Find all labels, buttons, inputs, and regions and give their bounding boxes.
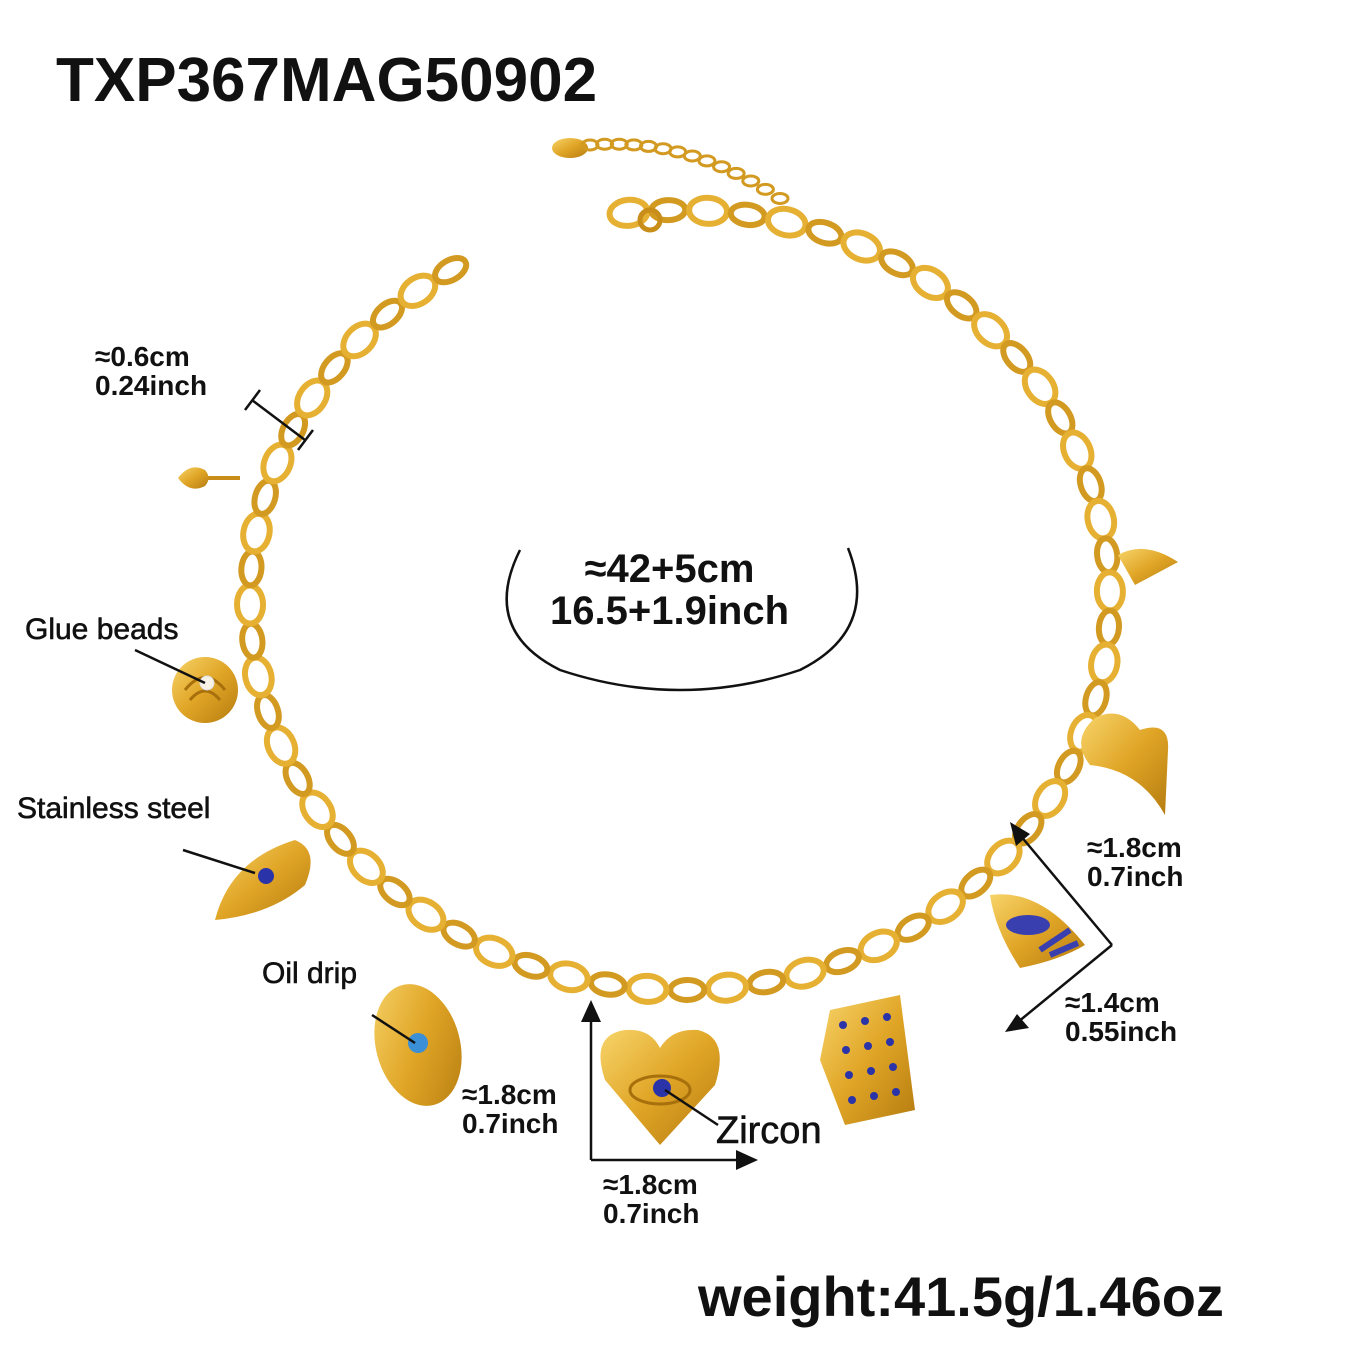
lobster-clasp xyxy=(637,207,663,233)
charm-heart-eye xyxy=(600,1029,720,1145)
extender-link xyxy=(755,182,775,196)
length-ellipse xyxy=(505,547,859,692)
triangle-width-cm: ≈1.4cm xyxy=(1065,987,1160,1018)
length-cm: ≈42+5cm xyxy=(584,547,755,591)
triangle-height-cm: ≈1.8cm xyxy=(1087,832,1182,863)
zircon-stone xyxy=(861,1017,869,1025)
zircon-stone xyxy=(839,1021,847,1029)
extender-link xyxy=(682,149,702,163)
extender-link xyxy=(726,166,746,180)
zircon-stone xyxy=(842,1046,850,1054)
chain-link xyxy=(1088,641,1121,686)
chain-link xyxy=(857,928,900,964)
chain-link xyxy=(239,620,266,661)
length-label: ≈42+5cm 16.5+1.9inch xyxy=(550,548,789,632)
chain-link xyxy=(254,691,282,731)
heart-height-cm: ≈1.8cm xyxy=(462,1079,557,1110)
heart-width-label: ≈1.8cm 0.7inch xyxy=(603,1170,699,1229)
product-sku: TXP367MAG50902 xyxy=(56,46,598,115)
chain-link xyxy=(727,201,768,229)
zircon-stone xyxy=(845,1071,853,1079)
extender-link xyxy=(697,154,717,168)
heart-width-inch: 0.7inch xyxy=(603,1198,700,1230)
chain-link xyxy=(764,205,809,239)
charm-fan-shell xyxy=(1118,548,1178,585)
chain-link xyxy=(667,976,708,1003)
link-width-inch: 0.24inch xyxy=(95,370,208,402)
triangle-height-inch: 0.7inch xyxy=(1087,861,1184,893)
chain-link xyxy=(432,255,470,286)
chain-link xyxy=(511,951,551,980)
zircon-stone xyxy=(864,1042,872,1050)
tag-charm xyxy=(552,138,588,158)
chain-link xyxy=(840,229,883,264)
chain xyxy=(234,194,1126,1005)
zircon-stone xyxy=(892,1088,900,1096)
oil-drip-label: Oil drip xyxy=(262,957,358,990)
chain-link xyxy=(1094,535,1121,576)
weight-label: weight:41.5g/1.46oz xyxy=(698,1265,1224,1328)
charm-triangle-enamel xyxy=(990,894,1085,968)
zircon-stone xyxy=(883,1013,891,1021)
arrowheads xyxy=(581,822,1030,1170)
zircon-stone xyxy=(848,1096,856,1104)
length-inch: 16.5+1.9inch xyxy=(550,589,790,633)
chain-link xyxy=(240,510,273,555)
link-width-label: ≈0.6cm 0.24inch xyxy=(95,342,207,401)
zircon-stone xyxy=(867,1067,875,1075)
heart-width-cm: ≈1.8cm xyxy=(603,1169,698,1200)
chain-link xyxy=(705,971,749,1004)
extender-link xyxy=(770,191,790,205)
chain-link xyxy=(686,194,731,227)
chain-link xyxy=(473,934,516,969)
charm-eye-leaf xyxy=(215,840,311,920)
chain-link xyxy=(1093,569,1126,614)
charm-oval-oil-drip xyxy=(374,984,462,1106)
charm-rectangle-zircon xyxy=(820,995,915,1125)
zircon-stone xyxy=(886,1038,894,1046)
charm-teardrop xyxy=(178,467,240,489)
charm-shell-pearl xyxy=(172,657,238,723)
triangle-height-label: ≈1.8cm 0.7inch xyxy=(1087,833,1183,892)
heart-height-label: ≈1.8cm 0.7inch xyxy=(462,1080,558,1139)
extender-chain xyxy=(552,137,790,233)
chain-link xyxy=(625,972,670,1005)
chain-link xyxy=(547,960,591,994)
stainless-steel-label: Stainless steel xyxy=(17,792,211,825)
charm-heart-puffy xyxy=(1081,713,1169,815)
link-width-cm: ≈0.6cm xyxy=(95,341,190,372)
chain-link xyxy=(588,971,628,998)
triangle-width-label: ≈1.4cm 0.55inch xyxy=(1065,988,1177,1047)
zircon-stone xyxy=(889,1063,897,1071)
chain-link xyxy=(1084,497,1118,542)
extender-link xyxy=(712,160,732,174)
glue-beads-label: Glue beads xyxy=(25,613,179,646)
chain-link xyxy=(823,946,862,976)
heart-height-inch: 0.7inch xyxy=(462,1108,559,1140)
chain-link xyxy=(238,548,265,589)
extender-link xyxy=(741,174,761,188)
chain-link xyxy=(783,956,827,990)
zircon-stone xyxy=(870,1092,878,1100)
measurement-lines xyxy=(134,389,1113,1162)
chain-link xyxy=(234,582,267,627)
chain-link xyxy=(241,654,275,699)
triangle-width-inch: 0.55inch xyxy=(1065,1016,1178,1048)
zircon-label: Zircon xyxy=(716,1110,822,1152)
chain-link xyxy=(746,968,787,996)
chain-link xyxy=(1095,607,1122,648)
chain-link xyxy=(805,218,845,247)
